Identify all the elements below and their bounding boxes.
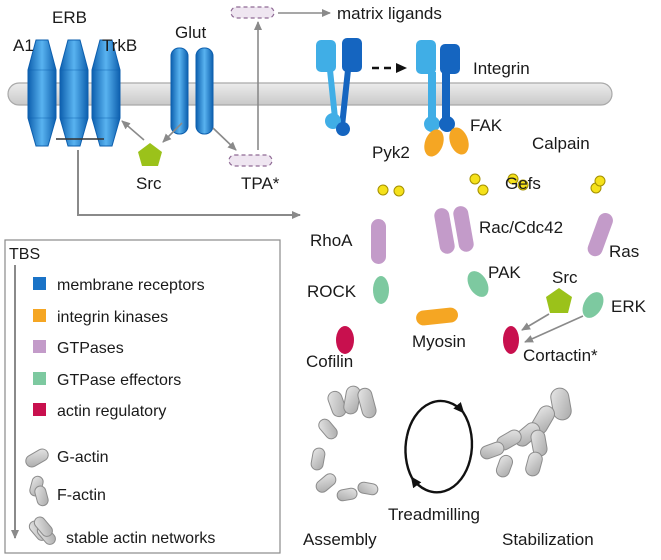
src-to-trkb-arrow [121,120,145,141]
src-cortactin-label: Src [552,268,578,287]
legend-swatch-membrane-receptors [33,277,46,290]
rhoa-gtpase-icon [371,219,386,264]
rock-effector-icon [373,276,389,304]
integrin-active-icon [416,40,460,132]
legend-label-g-actin: G-actin [57,449,109,466]
stabilization-label: Stabilization [502,530,594,549]
ras-label: Ras [609,242,639,261]
trkb-label: TrkB [102,36,137,55]
receptor-stripes [28,69,120,119]
erk-effector-icon [582,292,604,318]
legend-label-stable-actin-networks: stable actin networks [66,530,215,547]
treadmilling-cycle-bottom-arrow [410,459,472,494]
rac-cdc42-label: Rac/Cdc42 [479,218,563,237]
assembly-label: Assembly [303,530,377,549]
ras-gtpase-icon [587,213,613,257]
cortactin-icon [503,326,519,354]
fak-label: FAK [470,116,503,135]
integrin-inactive-icon [316,38,362,136]
erk-label: ERK [611,297,647,316]
myosin-bar-icon [416,307,458,326]
treadmilling-cycle-right-arc [461,411,474,461]
f-actin-icon [29,475,49,507]
pak-effector-icon [467,271,489,297]
legend: TBS membrane receptors integrin kinases … [4,239,281,554]
gef-dots-icon [377,173,606,197]
glut-to-tpa-arrow [212,127,237,151]
erk-to-cortactin-arrow [524,315,584,343]
stabilization-actin-icon [480,387,572,478]
legend-swatch-integrin-kinases [33,309,46,322]
legend-label-gtpases: GTPases [57,340,124,357]
legend-swatch-actin-regulatory [33,403,46,416]
rock-label: ROCK [307,282,357,301]
src-to-cortactin-arrow [521,313,550,331]
legend-swatch-gtpases [33,340,46,353]
treadmilling-label: Treadmilling [388,505,480,524]
glut-receptor-right [195,47,214,135]
glut-to-src-arrow [162,122,183,143]
pyk2-kinase-icon [424,129,444,157]
fak-kinase-icon [449,127,469,155]
cortactin-label: Cortactin* [523,346,598,365]
legend-label-actin-regulatory: actin regulatory [57,403,166,420]
legend-title: TBS [9,246,40,263]
rac-gtpase-icon [434,208,455,254]
erb-label: ERB [52,8,87,27]
rhoa-label: RhoA [310,231,353,250]
tpa-extracellular-icon [230,6,275,19]
legend-swatch-gtpase-effectors [33,372,46,385]
legend-label-gtpase-effectors: GTPase effectors [57,372,181,389]
receptor-to-cytoskeleton-arrow [77,150,301,219]
gefs-label: Gefs [505,174,541,193]
cdc42-gtpase-icon [453,206,474,252]
erb-receptor [59,39,89,147]
legend-label-integrin-kinases: integrin kinases [57,309,168,326]
a1-receptor [27,39,57,147]
treadmilling-cycle-top-arrow [405,399,465,437]
glut-label: Glut [175,23,206,42]
cofilin-label: Cofilin [306,352,353,371]
assembly-actin-icon [310,385,379,502]
myosin-label: Myosin [412,332,466,351]
cofilin-icon [336,326,354,354]
legend-label-f-actin: F-actin [57,487,106,504]
calpain-label: Calpain [532,134,590,153]
tpa-label: TPA* [241,174,280,193]
matrix-ligands-label: matrix ligands [337,4,442,23]
src-label: Src [136,174,162,193]
legend-label-membrane-receptors: membrane receptors [57,277,205,294]
a1-label: A1 [13,36,34,55]
legend-frame [4,239,281,554]
cell-membrane [7,82,613,106]
src-pentagon-icon [138,143,162,166]
tpa-protease-icon [228,154,273,167]
pak-label: PAK [488,263,521,282]
pyk2-label: Pyk2 [372,143,410,162]
src-cortactin-pentagon-icon [546,288,572,313]
stable-actin-icon [28,516,56,545]
integrin-label: Integrin [473,59,530,78]
treadmilling-cycle-left-arc [404,435,414,479]
g-actin-icon [25,448,49,468]
trkb-receptor [91,39,121,147]
glut-receptor-left [170,47,189,135]
